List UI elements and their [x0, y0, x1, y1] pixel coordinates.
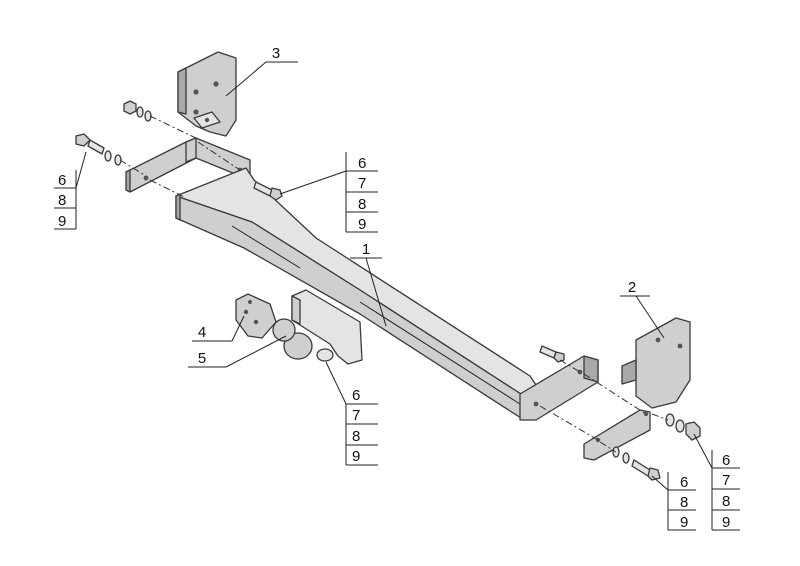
stack-item: 6	[58, 172, 66, 189]
main-crossbar	[175, 167, 539, 421]
left-side-bracket	[177, 51, 237, 137]
stack-item: 9	[722, 514, 730, 531]
callout-part-4: 4	[198, 324, 206, 341]
fastener-stack-ball-mount: 6 7 8 9	[345, 387, 378, 466]
stack-item: 9	[352, 448, 360, 465]
stack-item: 8	[352, 428, 360, 445]
ball-mount-assembly	[235, 289, 363, 365]
stack-item: 6	[358, 155, 366, 172]
leader-lines	[75, 61, 713, 491]
stack-item: 9	[680, 514, 688, 531]
stack-item: 8	[680, 494, 688, 511]
stack-item: 7	[358, 175, 366, 192]
right-mounting-arm	[519, 355, 599, 421]
fastener-stack-bottom-right-outer: 6 7 8 9	[711, 450, 740, 531]
stack-item: 8	[58, 192, 66, 209]
callout-part-2: 2	[628, 279, 636, 296]
fastener-stack-top-center: 6 7 8 9	[345, 152, 378, 233]
fastener-stack-bottom-right-inner: 6 8 9	[667, 472, 696, 531]
stack-item: 9	[358, 216, 366, 233]
stack-item: 6	[722, 452, 730, 469]
callout-part-1: 1	[362, 241, 370, 258]
stack-item: 9	[58, 213, 66, 230]
stack-item: 8	[722, 493, 730, 510]
part-callouts: 3 1 2 4 5	[198, 45, 636, 367]
stack-item: 7	[722, 472, 730, 489]
right-side-bracket	[583, 317, 691, 461]
callout-part-3: 3	[272, 45, 280, 62]
stack-item: 6	[352, 387, 360, 404]
assembly-axes	[119, 115, 669, 453]
stack-item: 7	[352, 407, 360, 424]
fastener-stack-top-left: 6 8 9	[54, 170, 77, 230]
stack-item: 8	[358, 196, 366, 213]
callout-part-5: 5	[198, 350, 206, 367]
stack-item: 6	[680, 474, 688, 491]
